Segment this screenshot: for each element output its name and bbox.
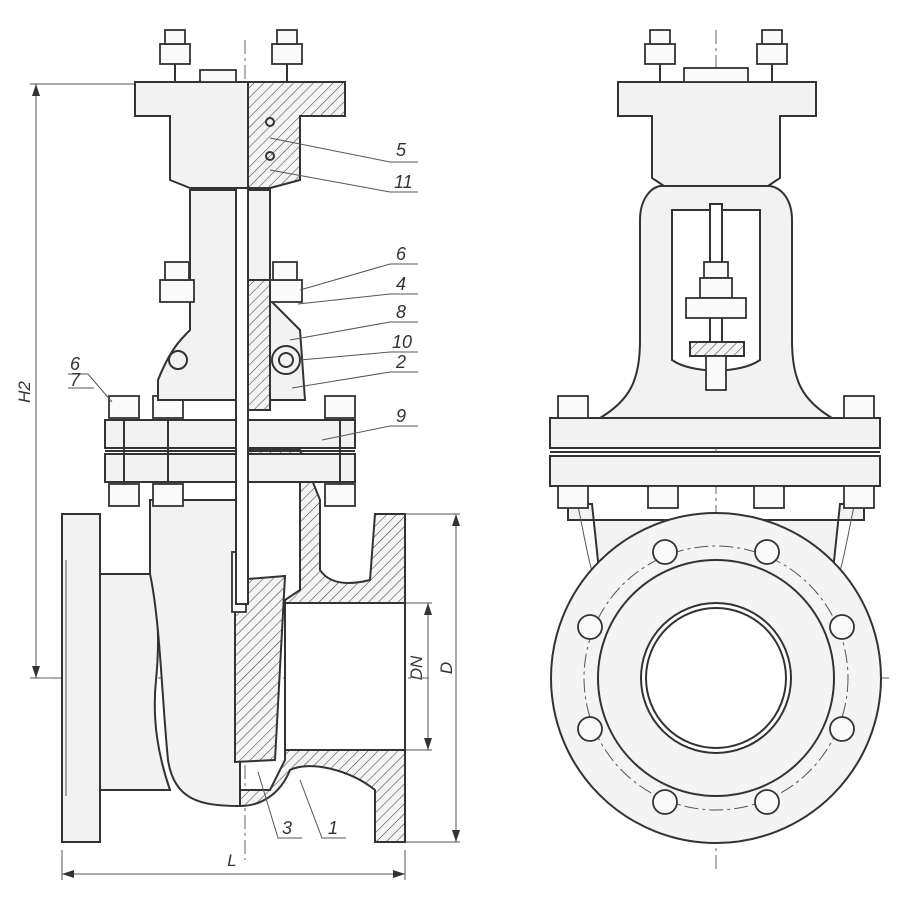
- callout-8: 8: [396, 302, 406, 322]
- left-flange: [61, 513, 101, 843]
- dimension-h2-label: H2: [15, 381, 34, 403]
- side-bonnet-flange-upper: [549, 417, 881, 449]
- dimension-l-label: L: [227, 851, 236, 870]
- callout-5: 5: [396, 140, 407, 160]
- callout-10: 10: [392, 332, 412, 352]
- top-bolts-section: [159, 29, 303, 83]
- callout-9: 9: [396, 406, 406, 426]
- dimension-dn-label: DN: [407, 655, 426, 680]
- gland-bolt-left: [159, 279, 195, 303]
- callout-1: 1: [328, 818, 338, 838]
- flange-bolts-section: [108, 395, 356, 507]
- pipe-bore: [284, 602, 406, 751]
- dimension-l: L: [61, 850, 406, 880]
- callout-6-top: 6: [396, 244, 407, 264]
- side-top-cover: [617, 81, 817, 187]
- body-flange-lower: [104, 453, 356, 483]
- section-view: H2 L DN D: [15, 29, 460, 880]
- bonnet-flange-upper: [104, 419, 356, 449]
- callout-7: 7: [70, 370, 81, 390]
- callout-3: 3: [282, 818, 292, 838]
- callout-11: 11: [394, 172, 413, 192]
- callout-leaders: [68, 137, 418, 839]
- dimension-h2: H2: [15, 83, 140, 679]
- callout-6-left: 6: [70, 354, 81, 374]
- dimension-dn-d: DN D: [405, 513, 460, 843]
- callout-4: 4: [396, 274, 406, 294]
- gland-bolt-right: [267, 279, 303, 303]
- side-body-flange-lower: [549, 455, 881, 487]
- side-gland-bridge: [685, 297, 747, 319]
- gate-wedge: [234, 574, 287, 764]
- callout-2: 2: [395, 352, 406, 372]
- flange-bolt-holes: [577, 539, 855, 815]
- side-gland: [689, 341, 745, 357]
- dimension-d-label: D: [437, 662, 456, 674]
- side-top-bolts: [644, 29, 788, 83]
- top-cover-section: [247, 81, 346, 189]
- pipe-bore-circle: [640, 602, 792, 754]
- valve-body-left: [149, 499, 241, 808]
- gland-section: [247, 279, 271, 411]
- side-view: [549, 29, 890, 870]
